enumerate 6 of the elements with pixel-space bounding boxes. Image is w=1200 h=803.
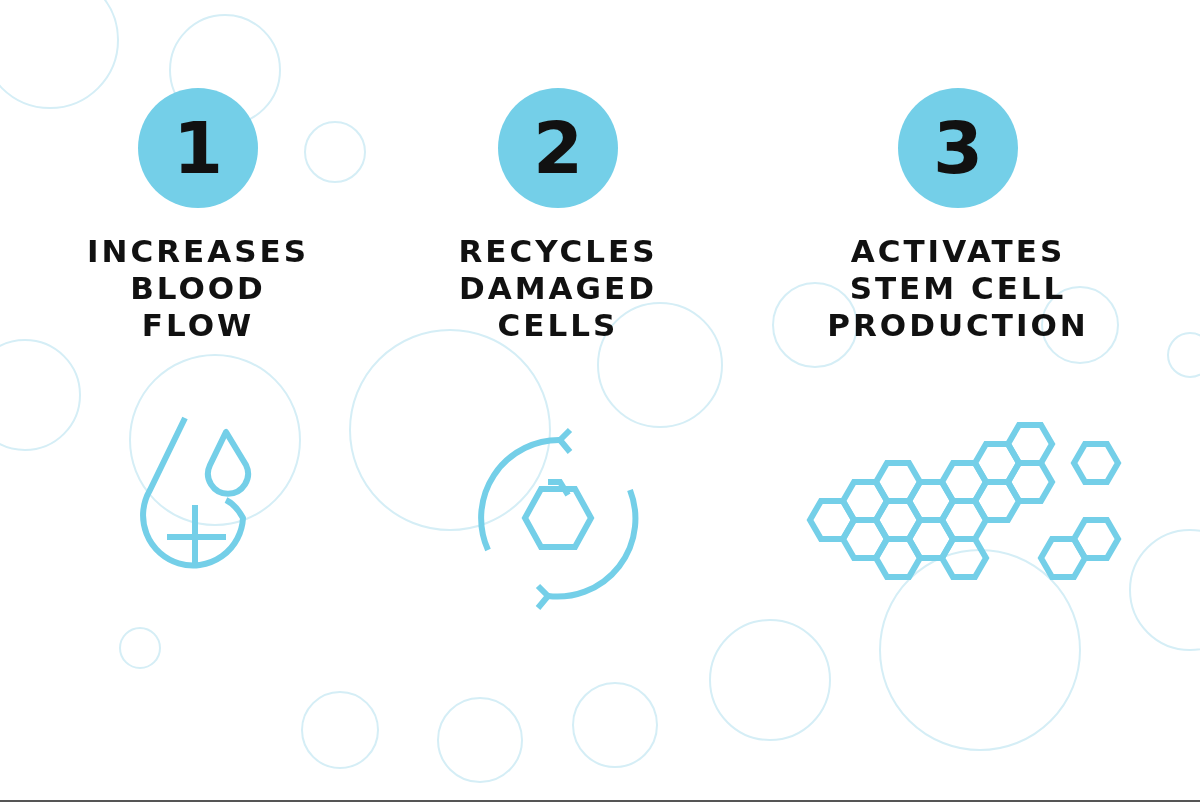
step-heading: INCREASES BLOOD FLOW: [85, 233, 311, 344]
step-number-circle: 2: [498, 88, 618, 208]
step-heading: RECYCLES DAMAGED CELLS: [457, 233, 659, 344]
step-number-circle: 1: [138, 88, 258, 208]
step-number-circle: 3: [898, 88, 1018, 208]
step-heading: ACTIVATES STEM CELL PRODUCTION: [826, 233, 1090, 344]
